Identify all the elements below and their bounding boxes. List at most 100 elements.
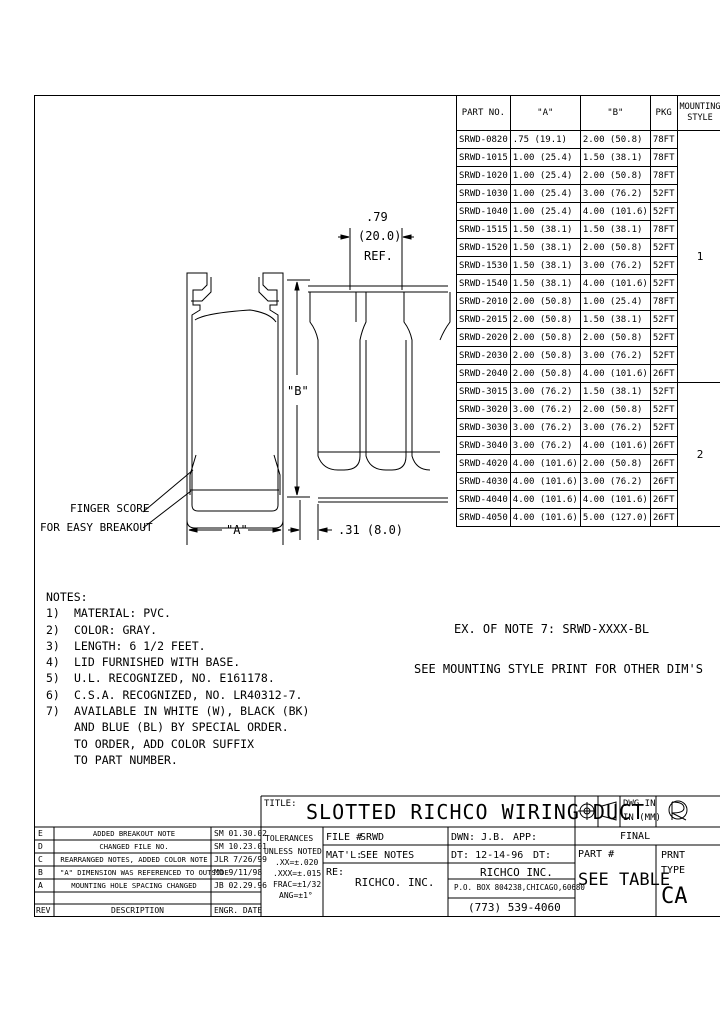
cell-a: 4.00 (101.6) [509,490,581,509]
note-item: TO ORDER, ADD COLOR SUFFIX [46,736,309,752]
note-number [46,736,74,752]
rev-engr-date: SM 01.30.02 [214,829,267,838]
cell-pkg: 52FT [649,346,678,365]
note-text: LENGTH: 6 1/2 FEET. [74,638,206,653]
phone: (773) 539-4060 [468,901,561,914]
note-item: 6) C.S.A. RECOGNIZED, NO. LR40312-7. [46,687,309,703]
cell-a: 2.00 (50.8) [509,328,581,347]
cell-pkg: 26FT [649,472,678,491]
tol-frac: FRAC=±1/32 [273,880,322,889]
duct-drawing [142,228,451,545]
cell-pkg: 26FT [649,508,678,527]
cell-a: 1.00 (25.4) [509,202,581,221]
drawing-title: SLOTTED RICHCO WIRING DUCT [306,800,646,824]
note-item: TO PART NUMBER. [46,752,309,768]
cell-b: 1.50 (38.1) [579,310,651,329]
cell-a: 1.50 (38.1) [509,274,581,293]
cell-part-no: SRWD-3020 [456,400,511,419]
rev-letter: D [38,842,43,851]
cell-a: 1.50 (38.1) [509,220,581,239]
note-number: 1) [46,606,60,621]
rev-description: CHANGED FILE NO. [99,842,169,851]
cell-pkg: 52FT [649,274,678,293]
date: DT: 12-14-96 [451,850,524,861]
cell-part-no: SRWD-1530 [456,256,511,275]
cell-part-no: SRWD-2040 [456,364,511,383]
cell-b: 4.00 (101.6) [579,274,651,293]
title-label: TITLE: [264,799,297,809]
cell-b: 5.00 (127.0) [579,508,651,527]
cell-b: 2.00 (50.8) [579,130,651,149]
company: RICHCO INC. [480,866,553,879]
cell-pkg: 52FT [649,256,678,275]
tol-xxx: .XXX=±.015 [273,869,322,878]
note-text: C.S.A. RECOGNIZED, NO. LR40312-7. [74,687,303,702]
cell-b: 2.00 (50.8) [579,238,651,257]
note-text: U.L. RECOGNIZED, NO. E161178. [74,671,275,686]
note-item: 3)LENGTH: 6 1/2 FEET. [46,638,309,654]
cell-a: 4.00 (101.6) [509,472,581,491]
rev-letter: A [38,881,43,890]
cell-b: 3.00 (76.2) [579,472,651,491]
dim-b-label: "B" [287,384,309,398]
cell-b: 1.00 (25.4) [579,292,651,311]
dim-ref: REF. [364,249,393,263]
note-text: MATERIAL: PVC. [74,606,171,621]
cell-b: 4.00 (101.6) [579,202,651,221]
dim-a-label: "A" [226,523,248,537]
tol-xx: .XX=±.020 [275,858,319,867]
cell-a: 4.00 (101.6) [509,508,581,527]
note-item: 4) LID FURNISHED WITH BASE. [46,654,309,670]
rev-engr-date: JLR 7/26/99 [214,855,267,864]
rev-description: MOUNTING HOLE SPACING CHANGED [71,881,197,890]
dwg-in: DWG IN [623,799,656,809]
cell-a: 1.00 (25.4) [509,166,581,185]
prnt-label: PRNT [661,850,686,861]
cell-a: 2.00 (50.8) [509,346,581,365]
app: APP: [513,832,538,843]
see-mounting-note: SEE MOUNTING STYLE PRINT FOR OTHER DIM'S [414,662,703,676]
cell-pkg: 26FT [649,454,678,473]
cell-part-no: SRWD-2020 [456,328,511,347]
cell-part-no: SRWD-2015 [456,310,511,329]
cell-part-no: SRWD-3015 [456,382,511,401]
note-number [46,719,74,735]
note-number: 4) [46,655,60,670]
col-pkg: PKG [649,95,678,131]
cell-a: 2.00 (50.8) [509,292,581,311]
cell-b: 1.50 (38.1) [579,148,651,167]
cell-pkg: 52FT [649,382,678,401]
note-text: TO PART NUMBER. [74,752,178,767]
desc-header: DESCRIPTION [111,906,164,915]
file-value: SRWD [360,832,385,843]
parts-table: PART NO. "A" "B" PKG MOUNTING STYLE SRWD… [456,95,720,527]
note-text: AND BLUE (BL) BY SPECIAL ORDER. [74,720,289,735]
cell-part-no: SRWD-1520 [456,238,511,257]
cell-part-no: SRWD-1030 [456,184,511,203]
cell-part-no: SRWD-4020 [456,454,511,473]
note-number: 6) [46,687,60,702]
note-number: 5) [46,671,60,686]
cell-a: 2.00 (50.8) [509,364,581,383]
cell-b: 2.00 (50.8) [579,166,651,185]
cell-part-no: SRWD-1040 [456,202,511,221]
re-value: RICHCO. INC. [355,876,435,889]
file-label: FILE # [326,832,363,843]
cell-a: 3.00 (76.2) [509,400,581,419]
notes-heading: NOTES: [46,590,88,604]
note-example: EX. OF NOTE 7: SRWD-XXXX-BL [454,622,650,636]
rev-header: REV [36,906,51,915]
note-number: 2) [46,622,60,637]
cell-pkg: 78FT [649,130,678,149]
cell-part-no: SRWD-1015 [456,148,511,167]
cell-b: 3.00 (76.2) [579,418,651,437]
mounting-style-2: 2 [676,382,720,527]
note-text: LID FURNISHED WITH BASE. [74,655,241,670]
cell-part-no: SRWD-3040 [456,436,511,455]
